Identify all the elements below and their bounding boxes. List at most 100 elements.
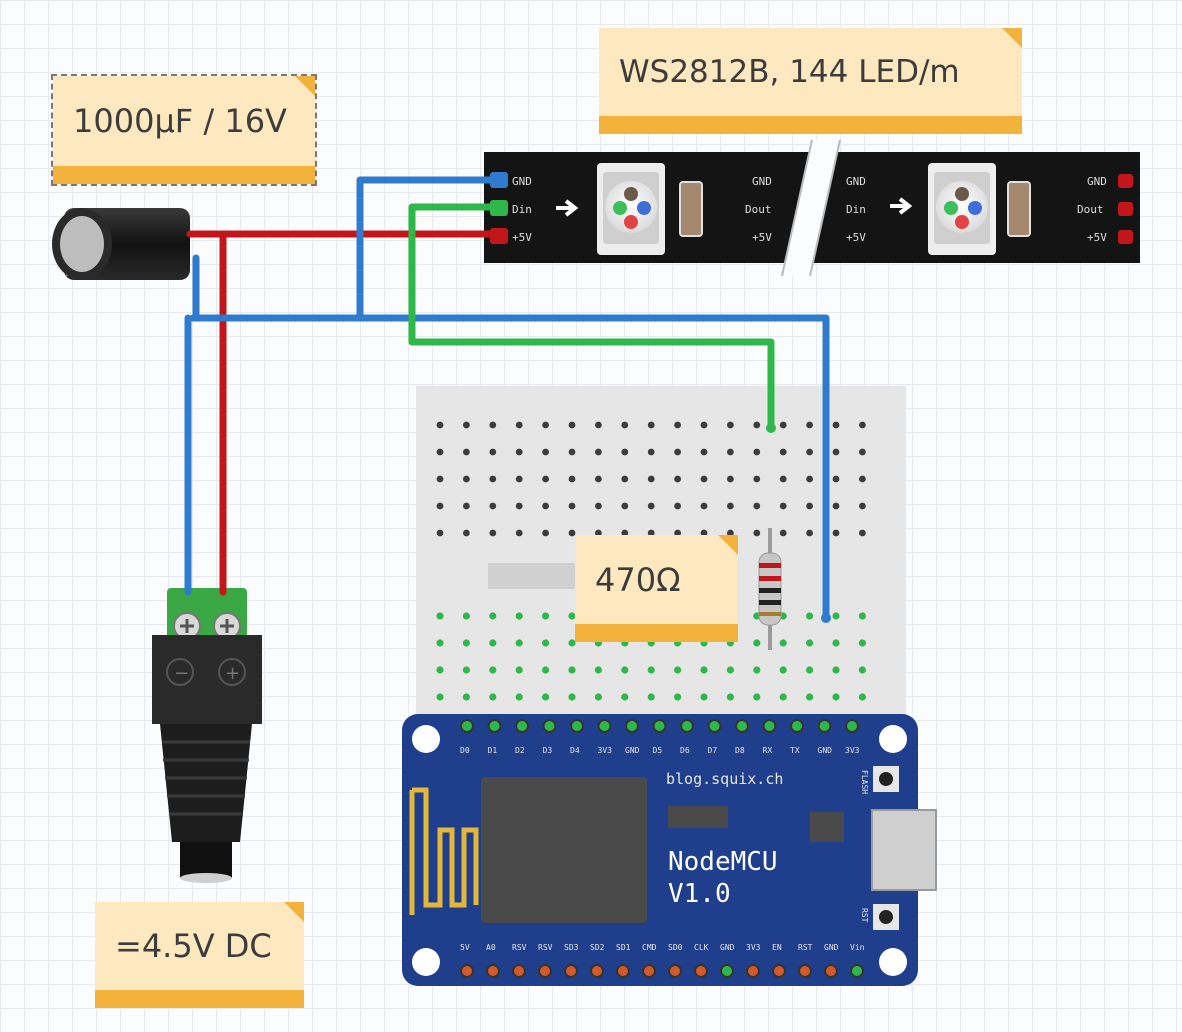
pin-label: CMD [642, 943, 657, 952]
site-label: blog.squix.ch [666, 770, 783, 788]
led-green [944, 201, 958, 215]
breadboard-hole [568, 475, 576, 483]
led-die [955, 187, 969, 201]
breadboard-hole [700, 529, 708, 537]
breadboard-hole [568, 448, 576, 456]
breadboard-hole [727, 448, 734, 456]
header-top [460, 719, 859, 733]
breadboard-hole [515, 666, 523, 674]
breadboard-hole [700, 475, 708, 483]
band-2 [759, 576, 781, 581]
pin-label: GND [846, 175, 866, 188]
smd-capacitor [679, 181, 703, 237]
antenna-trace [409, 787, 479, 915]
breadboard-hole [727, 529, 734, 537]
breadboard-hole [858, 666, 867, 674]
resistor-470 [758, 528, 782, 650]
breadboard-hole [621, 693, 629, 701]
pin-label: GND [818, 746, 833, 755]
breadboard-hole [436, 448, 444, 456]
mount-hole [412, 948, 440, 976]
breadboard-hole [700, 421, 708, 429]
header-pin [538, 964, 552, 978]
breadboard-hole [674, 475, 681, 483]
pad-end-5v [1118, 230, 1133, 244]
breadboard-hole [436, 639, 444, 647]
breadboard-hole [542, 639, 550, 647]
breadboard-hole [595, 475, 602, 483]
header-pin [616, 964, 630, 978]
capacitor-note-text: 1000µF / 16V [73, 102, 287, 140]
breadboard-hole [726, 666, 735, 674]
breadboard-hole [779, 666, 787, 674]
rst-label: RST [860, 908, 869, 923]
dc-jack: − + [152, 588, 262, 883]
power-note: =4.5V DC [95, 902, 304, 1008]
breadboard-hole [542, 475, 549, 483]
jack-ridges [162, 740, 250, 816]
led-red [624, 215, 638, 229]
breadboard-hole [674, 666, 682, 674]
breadboard-hole [674, 421, 681, 429]
wires [184, 176, 830, 622]
header-pin [460, 719, 474, 733]
arrow-right-icon [556, 199, 579, 217]
header-pin [845, 719, 859, 733]
breadboard-hole [647, 502, 655, 510]
breadboard-hole [542, 448, 549, 456]
breadboard-hole [647, 693, 655, 701]
breadboard-hole [568, 502, 576, 510]
breadboard-hole [436, 529, 444, 537]
breadboard-hole [594, 666, 603, 674]
breadboard-hole [515, 639, 523, 647]
pin-label: 3V3 [746, 943, 761, 952]
breadboard-hole [436, 666, 444, 674]
breadboard-hole [859, 529, 866, 537]
breadboard-hole [806, 529, 813, 537]
header-pin [486, 964, 500, 978]
pin-label: D6 [680, 746, 690, 755]
breadboard-hole [515, 529, 523, 537]
header-pin [680, 719, 694, 733]
header-pin [817, 719, 832, 733]
breadboard-hole [436, 421, 444, 429]
band-5 [759, 612, 781, 616]
strip-cut-mark [782, 140, 840, 276]
breadboard-hole [832, 666, 840, 674]
breadboard-hole [806, 612, 814, 620]
breadboard-hole [753, 639, 761, 647]
led-green [613, 201, 627, 215]
breadboard-hole [595, 502, 602, 510]
usb-port [871, 809, 937, 891]
breadboard-hole [568, 666, 576, 674]
header-pin [515, 719, 529, 733]
breadboard-hole [753, 693, 761, 701]
pin-label: D5 [653, 746, 663, 755]
pin-label: D4 [570, 746, 580, 755]
pin-label: RST [798, 943, 813, 952]
breadboard-hole [726, 693, 735, 701]
breadboard-hole [832, 448, 840, 456]
header-pin [850, 964, 864, 978]
pad-end-gnd [1118, 174, 1133, 188]
power-note-text: =4.5V DC [115, 927, 272, 965]
flash-label: FLASH [860, 770, 869, 794]
pin-label: SD0 [668, 943, 683, 952]
pin-label: GND [625, 746, 640, 755]
strip-note: WS2812B, 144 LED/m [599, 28, 1022, 134]
header-pin [746, 964, 760, 978]
breadboard-hole [779, 448, 787, 456]
led-strip: GND Din +5V GND Dout +5V GND Din +5V GND… [484, 139, 1140, 277]
breadboard-hole [779, 693, 787, 701]
header-pin [762, 719, 777, 733]
breadboard-hole [515, 448, 523, 456]
breadboard-hole [489, 502, 497, 510]
pin-label: GND [1087, 175, 1107, 188]
breadboard-hole [489, 448, 497, 456]
band-1 [759, 563, 781, 568]
chip [810, 812, 844, 842]
breadboard-hole [700, 693, 708, 701]
header-pin [642, 964, 656, 978]
led-chip [597, 163, 665, 255]
